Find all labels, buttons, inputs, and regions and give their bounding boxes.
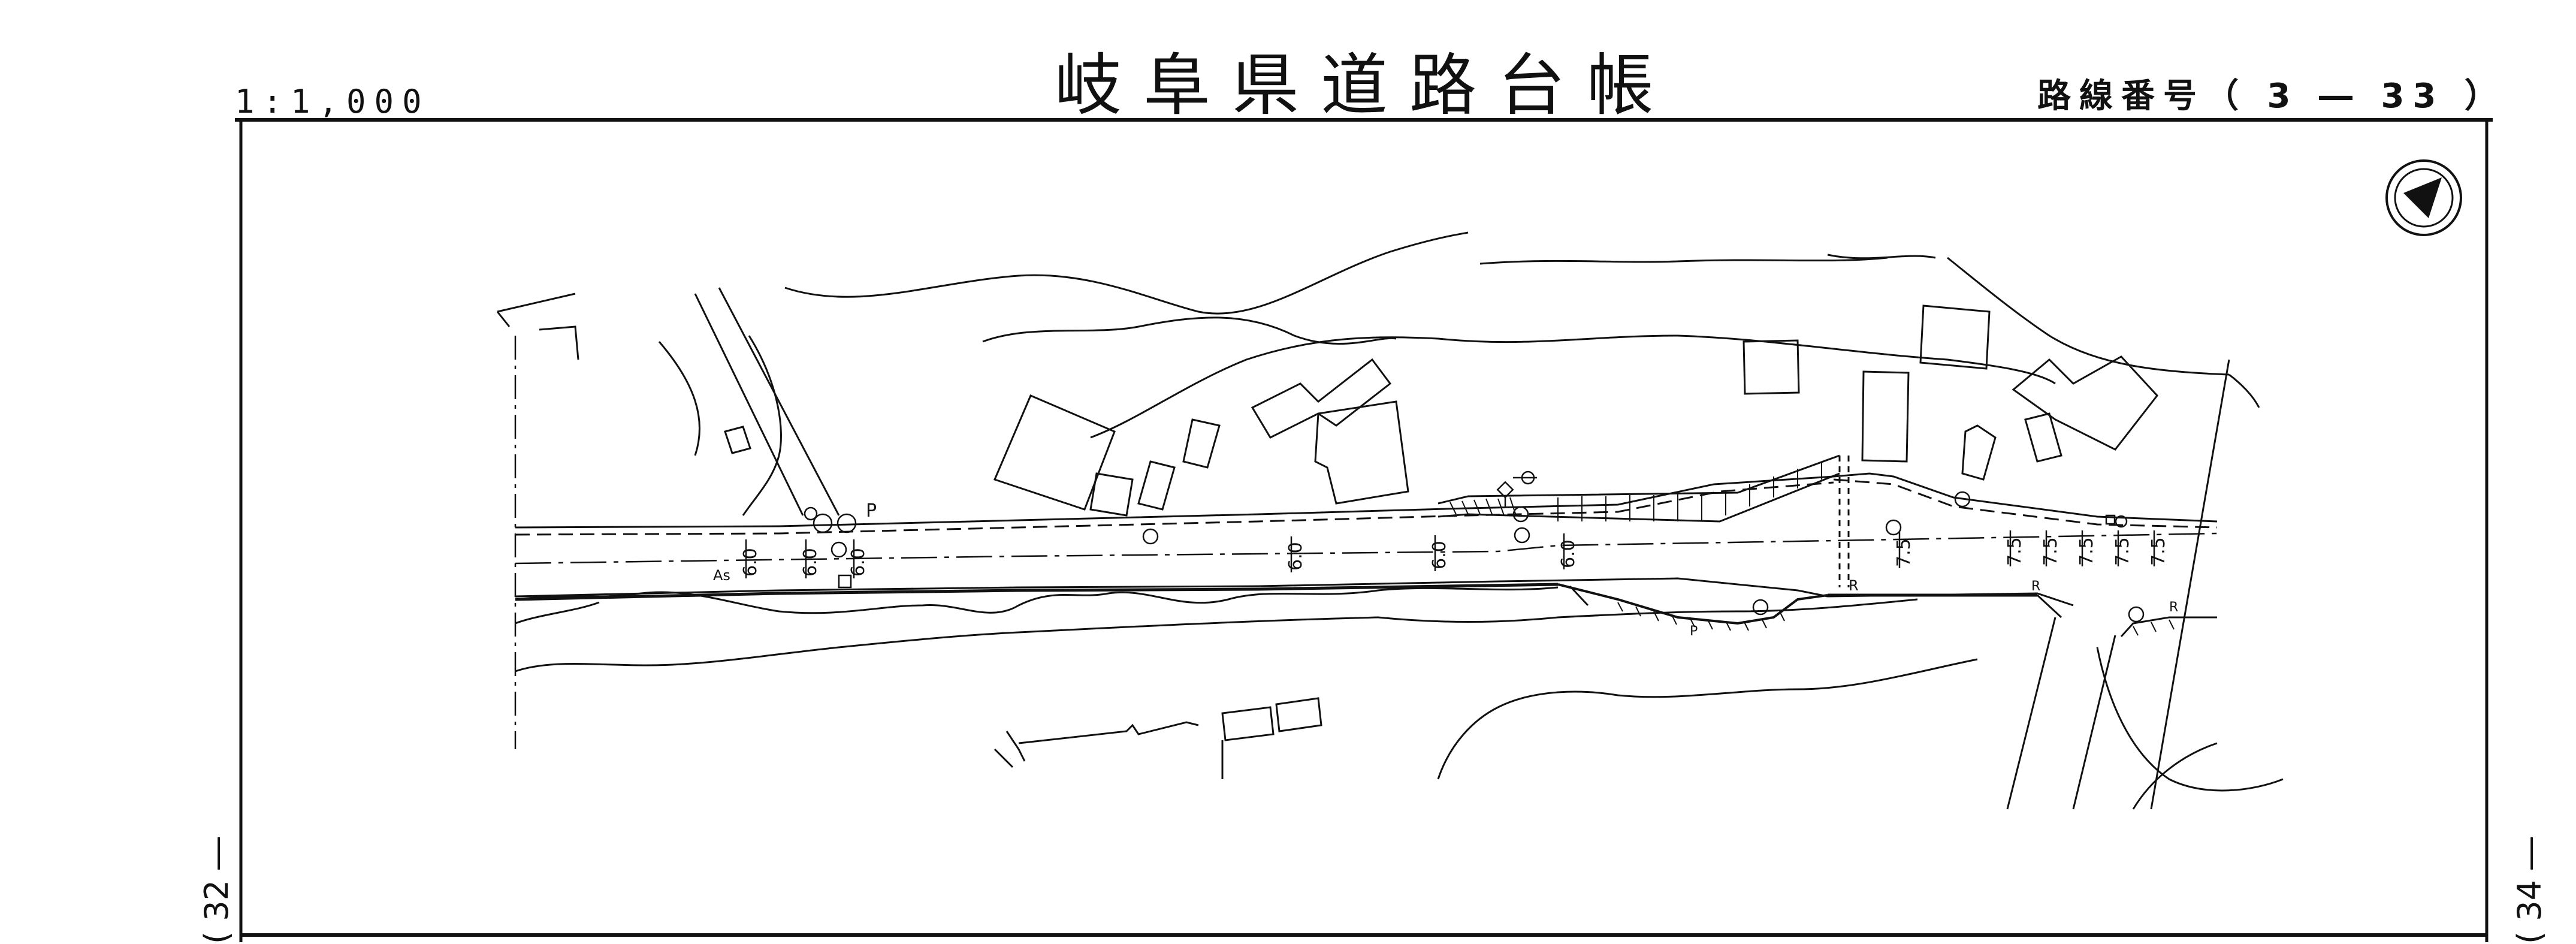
retaining-wall <box>1438 454 1850 587</box>
width-label: 6.0 <box>848 548 869 577</box>
buildings <box>496 292 2158 779</box>
label-r: R <box>2169 600 2178 615</box>
label-r: R <box>2031 579 2040 594</box>
width-label: 6.0 <box>1558 539 1579 568</box>
width-label: 6.0 <box>740 548 761 577</box>
marker-icon <box>1514 527 1530 544</box>
width-label: 7.5 <box>2040 537 2061 566</box>
embankment-ticks <box>1617 602 2175 636</box>
marker-icon <box>831 541 847 558</box>
width-label: 7.5 <box>1894 538 1914 567</box>
width-label: 7.5 <box>2112 537 2133 566</box>
road-centerline <box>515 532 2218 565</box>
marker-icon <box>2105 514 2116 525</box>
width-label: 6.0 <box>1429 541 1450 569</box>
side-road-right <box>2006 359 2230 810</box>
manhole-icon <box>1752 599 1769 616</box>
utility-pole-icon <box>813 513 833 533</box>
compass-north-arrow-icon <box>2385 159 2462 236</box>
map-frame <box>235 118 2493 942</box>
width-dimension-marks <box>745 530 2155 578</box>
width-label: 6.0 <box>1285 542 1306 571</box>
map-scale: 1:1,000 <box>235 83 430 120</box>
side-road-left <box>694 287 840 516</box>
surface-label: As <box>713 567 730 584</box>
utility-pole-icon <box>836 513 857 533</box>
sign-icon <box>1496 471 1537 506</box>
width-label: 7.5 <box>2004 537 2025 566</box>
marker-icon <box>1885 519 1902 536</box>
marker-icon <box>2115 515 2128 528</box>
width-label: 7.5 <box>2076 537 2097 566</box>
manhole-icon <box>2128 606 2145 623</box>
marker-icon <box>1142 528 1159 545</box>
road-edges <box>515 472 2218 638</box>
map-labels: P P R R R As 6.0 6.0 6.0 6.0 6.0 6.0 7.5… <box>713 500 2178 639</box>
marker-icon <box>838 574 852 589</box>
label-r: R <box>1849 577 1859 594</box>
marker-icon <box>804 506 818 521</box>
map-symbols <box>804 471 2145 623</box>
width-label: 7.5 <box>2148 537 2169 566</box>
route-number: 路線番号（ 3 ― 33 ） <box>2037 77 2506 116</box>
manhole-icon <box>1512 506 1529 523</box>
page-title: 岐阜県道路台帳 <box>1055 47 1675 125</box>
terrain-lines <box>515 231 2284 810</box>
label-p: P <box>1690 624 1698 639</box>
width-label: 6.0 <box>800 548 821 577</box>
marker-icon <box>1954 491 1971 508</box>
label-p: P <box>866 500 877 521</box>
